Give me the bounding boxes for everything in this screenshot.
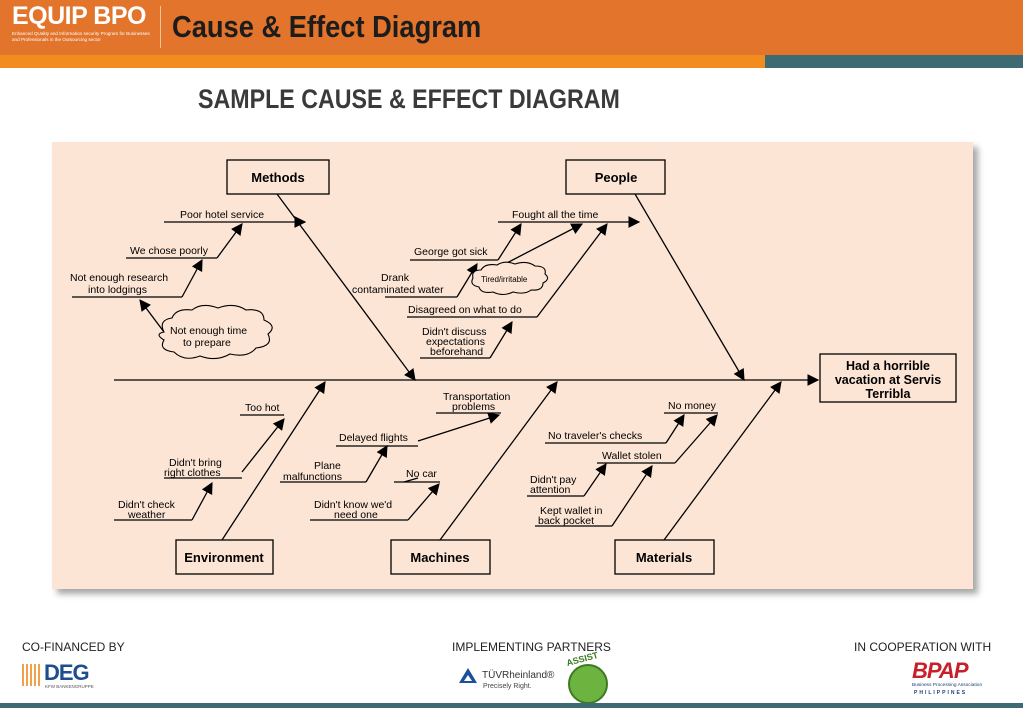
bpap-logo: BPAP: [912, 658, 968, 683]
tuv-logo-icon-inner: [464, 675, 472, 681]
methods-label: Methods: [251, 170, 304, 185]
deg-logo-subtitle: KFW BANKENGRUPPE: [45, 684, 94, 689]
effect-line-3: Terribla: [866, 387, 912, 401]
tuv-tagline: Precisely Right.: [483, 683, 532, 690]
cause-drank-2: contaminated water: [352, 284, 444, 296]
cause-drank-1: Drank: [381, 272, 410, 284]
cofinanced-label: CO-FINANCED BY: [22, 640, 125, 654]
not-enough-time-cloud: [158, 304, 273, 360]
header-accent-teal: [765, 55, 1023, 68]
tuv-logo: TÜVRheinland®: [482, 670, 555, 681]
footer-band: [0, 703, 1023, 708]
deg-logo: DEG: [44, 660, 90, 685]
methods-box: [226, 159, 330, 195]
cause-fought-all-the-time: Fought all the time: [512, 209, 599, 221]
cause-didnt-bring-1: Didn't bring: [169, 457, 222, 469]
cause-tired-irritable: Tired/irritable: [481, 275, 528, 284]
deg-logo-mark: [22, 664, 40, 686]
cause-didnt-pay-1: Didn't pay: [530, 474, 577, 486]
cause-not-enough-research-1: Not enough research: [70, 272, 168, 284]
header-accent-orange: [0, 55, 765, 68]
cause-too-hot: Too hot: [245, 402, 280, 414]
effect-line-2: vacation at Servis: [835, 373, 941, 387]
cause-delayed-flights: Delayed flights: [339, 432, 408, 444]
cause-didnt-know-1: Didn't know we'd: [314, 499, 392, 511]
cause-poor-hotel-service: Poor hotel service: [180, 209, 264, 221]
cause-plane-1: Plane: [314, 460, 341, 472]
effect-line-1: Had a horrible: [846, 359, 930, 373]
materials-label: Materials: [636, 550, 692, 565]
cooperation-label: IN COOPERATION WITH: [854, 640, 992, 654]
cause-kept-wallet-1: Kept wallet in: [540, 505, 603, 517]
people-bone: [634, 193, 745, 382]
machines-bone: [439, 381, 558, 541]
effect-box: [819, 353, 957, 403]
cause-didnt-check-2: weather: [127, 509, 166, 521]
bpap-logo-country: PHILIPPINES: [914, 690, 968, 696]
cause-didnt-discuss-1: Didn't discuss: [422, 326, 486, 338]
cause-didnt-pay-2: attention: [530, 484, 570, 496]
equip-bpo-logo: EQUIP BPO: [12, 2, 146, 30]
machines-box: [390, 539, 491, 575]
bpap-logo-subtitle: Business Processing Association: [912, 683, 983, 688]
cause-didnt-discuss-2: expectations: [426, 336, 485, 348]
machines-label: Machines: [410, 550, 469, 565]
cause-not-enough-research-2: into lodgings: [88, 284, 147, 296]
cause-didnt-know-2: need one: [334, 509, 378, 521]
fishbone-diagram: Methods People Environment Machines Mate…: [70, 159, 957, 575]
cause-wallet-stolen: Wallet stolen: [602, 450, 662, 462]
tired-irritable-cloud: [471, 261, 549, 296]
partners-label: IMPLEMENTING PARTNERS: [452, 640, 611, 654]
environment-label: Environment: [184, 550, 264, 565]
cause-not-enough-time-1: Not enough time: [170, 325, 247, 337]
people-box: [565, 159, 666, 195]
cause-didnt-discuss-3: beforehand: [430, 346, 483, 358]
cause-george-got-sick: George got sick: [414, 246, 488, 258]
fishbone-lines: [72, 193, 820, 541]
fishbone-diagram-panel: Methods People Environment Machines Mate…: [52, 142, 973, 589]
cause-no-car: No car: [406, 468, 437, 480]
assist-logo-emblem: [568, 664, 608, 704]
cause-no-travelers-checks: No traveler's checks: [548, 430, 642, 442]
page-title: Cause & Effect Diagram: [172, 9, 482, 44]
cause-transportation-2: problems: [452, 401, 495, 413]
cause-not-enough-time-2: to prepare: [183, 337, 231, 349]
logo-divider: [160, 6, 161, 48]
header-bar: [0, 0, 1023, 55]
people-label: People: [595, 170, 638, 185]
cause-we-chose-poorly: We chose poorly: [130, 245, 209, 257]
diagram-title: SAMPLE CAUSE & EFFECT DIAGRAM: [198, 84, 620, 114]
equip-bpo-logo-subtitle: Enhanced QUality and Information securit…: [12, 31, 150, 42]
cause-didnt-check-1: Didn't check: [118, 499, 176, 511]
materials-bone: [663, 381, 782, 541]
environment-box: [175, 539, 274, 575]
cause-plane-2: malfunctions: [283, 471, 342, 483]
cause-disagreed: Disagreed on what to do: [408, 304, 522, 316]
cause-didnt-bring-2: right clothes: [164, 467, 221, 479]
environment-bone: [221, 381, 326, 541]
cause-kept-wallet-2: back pocket: [538, 515, 594, 527]
materials-box: [614, 539, 715, 575]
cause-no-money: No money: [668, 400, 717, 412]
cause-transportation-1: Transportation: [443, 391, 510, 403]
